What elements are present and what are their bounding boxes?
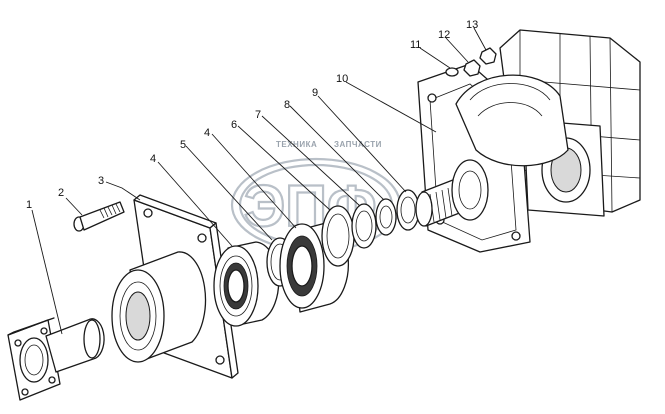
spacer-outer: [351, 203, 377, 249]
ring-6-inner: [326, 213, 350, 259]
washer-outer: [375, 198, 397, 236]
part-4-bearing-right: [279, 222, 350, 313]
leader-3: [105, 181, 141, 201]
leader-2: [65, 197, 83, 216]
part-10-gearbox-housing: [415, 29, 641, 253]
part-1-flange-shaft: [7, 317, 105, 401]
leader-8: [289, 105, 385, 201]
part-2-bolt: [73, 201, 125, 232]
leader-12: [445, 37, 469, 63]
leader-4b: [211, 133, 297, 229]
callout-9: 9: [312, 87, 318, 99]
fastener-13-nut: [479, 47, 497, 65]
washer-inner: [379, 205, 393, 229]
flange-hole-3: [21, 388, 29, 396]
callout-4b: 4: [204, 127, 210, 139]
leader-11: [419, 47, 451, 69]
callout-2: 2: [58, 187, 64, 199]
output-spline-teeth: [429, 187, 453, 223]
housing-bore: [119, 281, 157, 351]
housing-hole-2: [197, 233, 207, 243]
bearing-right-inner: [291, 245, 313, 287]
bearing-left-inner: [227, 269, 245, 303]
output-shaft-end: [415, 191, 433, 227]
front-flange-hole-1: [427, 93, 437, 103]
callout-3: 3: [98, 175, 104, 187]
part-4-bearing-left: [213, 241, 280, 327]
fastener-12-nut: [463, 59, 481, 77]
callout-7: 7: [255, 109, 261, 121]
output-seal-boss: [451, 159, 489, 221]
leader-10: [345, 81, 437, 133]
circlip-inner: [400, 196, 416, 224]
front-flange-hole-4: [511, 231, 521, 241]
flange-edge: [7, 317, 55, 336]
output-seal-inner: [458, 170, 482, 210]
flange-hole-1: [14, 339, 22, 347]
watermark-text-right: ЗАПЧАСТИ: [334, 140, 382, 149]
part-8-washer: [375, 198, 397, 236]
watermark-text-left: ТЕХНИКА: [276, 140, 317, 149]
part-7-spacer: [351, 203, 377, 249]
callout-11: 11: [410, 39, 421, 51]
leader-7: [261, 115, 361, 207]
fastener-11-washer: [445, 67, 459, 77]
shaft-end: [83, 319, 101, 359]
bearing-left-race: [219, 255, 253, 317]
flange-bore: [19, 337, 49, 383]
leader-1: [31, 209, 63, 335]
flange-hole-2: [40, 327, 48, 335]
housing-bore-deep: [125, 291, 151, 341]
leader-13: [473, 27, 487, 51]
callout-5: 5: [180, 139, 186, 151]
part-11-13-fasteners: [445, 47, 497, 77]
leader-lines: [31, 27, 487, 335]
leader-4a: [157, 161, 233, 247]
callout-10: 10: [336, 73, 348, 85]
callout-12: 12: [438, 29, 450, 41]
flange-bore-inner: [24, 344, 44, 376]
callout-13: 13: [466, 19, 478, 31]
part-3-bearing-housing: [111, 194, 239, 379]
spacer-inner: [355, 210, 373, 242]
bolt-thread: [99, 203, 121, 219]
housing-dome: [455, 74, 569, 167]
housing-hole-4: [215, 355, 225, 365]
leader-5: [185, 145, 273, 241]
part-6-ring: [321, 205, 355, 267]
leader-9: [317, 95, 407, 193]
housing-dome-fins: [469, 83, 551, 117]
flange-hole-4: [48, 376, 56, 384]
bolt-shank: [79, 201, 125, 231]
housing-hole-1: [143, 208, 153, 218]
leader-6: [237, 125, 331, 211]
callout-8: 8: [284, 99, 290, 111]
callout-1: 1: [26, 199, 32, 211]
callout-6: 6: [231, 119, 237, 131]
callout-labels: 1 2 3 4 4 5 6 7 8 9 10 11 12 13: [26, 19, 478, 211]
callout-4a: 4: [150, 153, 156, 165]
